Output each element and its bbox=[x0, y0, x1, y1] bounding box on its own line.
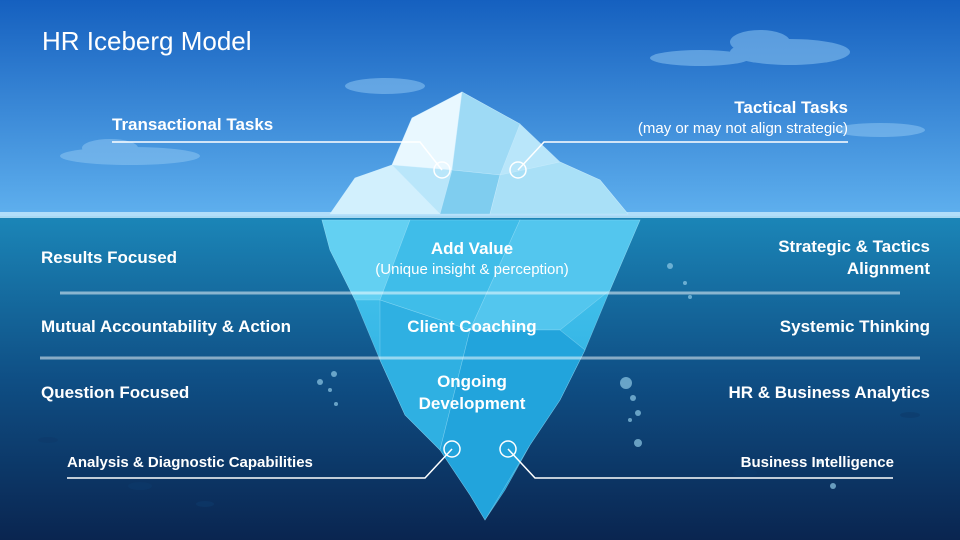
strategic-tactics-label-line1: Strategic & Tactics bbox=[778, 237, 930, 256]
analysis-diagnostic-label: Analysis & Diagnostic Capabilities bbox=[67, 454, 313, 471]
add-value-label: Add Value bbox=[430, 239, 514, 258]
clouds bbox=[60, 30, 925, 165]
tactical-tasks-subtitle: (may or may not align strategic) bbox=[637, 120, 848, 137]
client-coaching-label: Client Coaching bbox=[407, 317, 537, 336]
callouts bbox=[67, 141, 893, 479]
question-focused-label: Question Focused bbox=[41, 383, 190, 402]
separators bbox=[40, 291, 920, 360]
bubbles bbox=[317, 263, 836, 489]
transactional-tasks-label: Transactional Tasks bbox=[112, 115, 274, 134]
ongoing-development-label-line1: Ongoing bbox=[437, 372, 507, 391]
results-focused-label: Results Focused bbox=[41, 248, 178, 267]
waterline bbox=[0, 212, 960, 218]
fish bbox=[38, 412, 920, 507]
add-value-subtitle: (Unique insight & perception) bbox=[375, 261, 569, 278]
strategic-tactics-label-line2: Alignment bbox=[846, 259, 930, 278]
tactical-tasks-label: Tactical Tasks bbox=[734, 98, 848, 117]
iceberg-bottom bbox=[321, 219, 641, 521]
page-title: HR Iceberg Model bbox=[42, 26, 252, 56]
systemic-thinking-label: Systemic Thinking bbox=[779, 317, 930, 336]
business-intelligence-label: Business Intelligence bbox=[740, 454, 894, 471]
mutual-accountability-label: Mutual Accountability & Action bbox=[41, 317, 291, 336]
ongoing-development-label-line2: Development bbox=[418, 394, 526, 413]
hr-business-analytics-label: HR & Business Analytics bbox=[728, 383, 930, 402]
